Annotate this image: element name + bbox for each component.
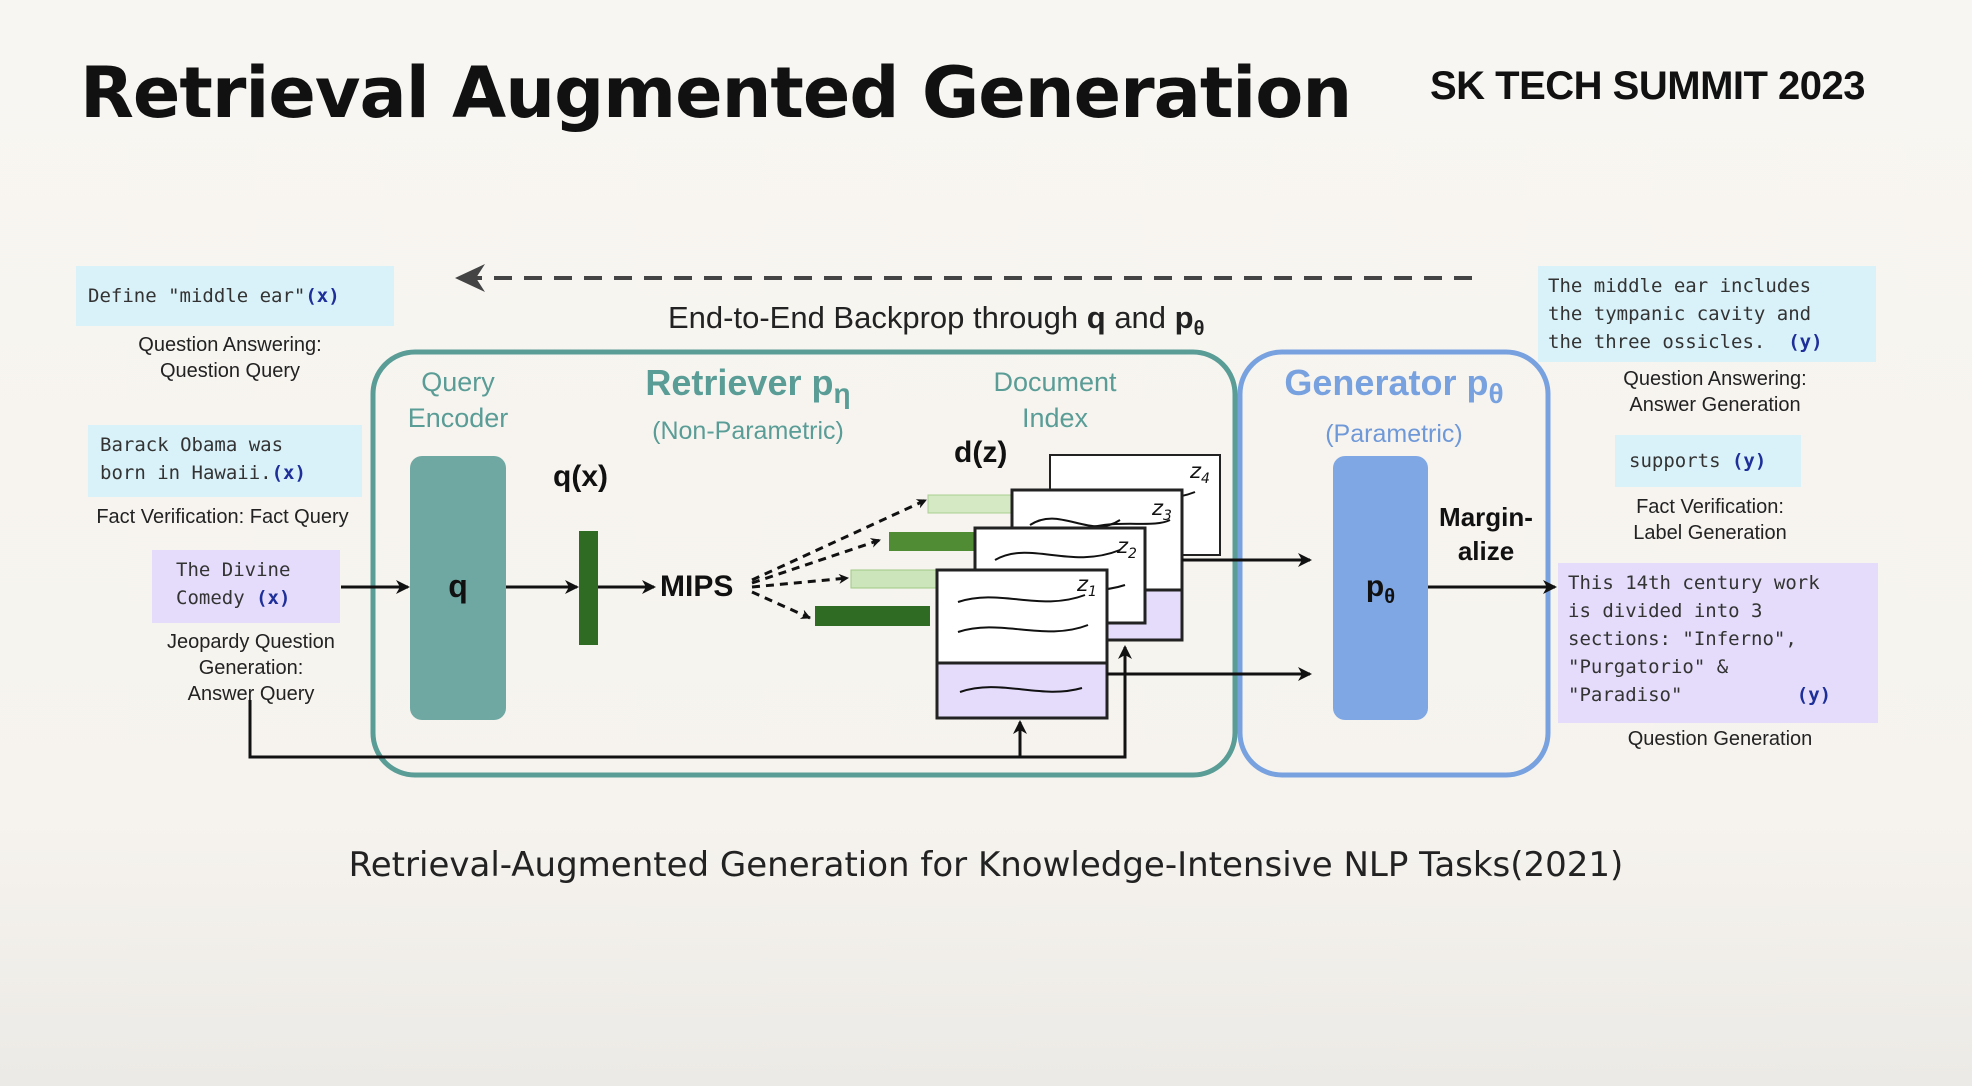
- doc-label-z3: z3: [1152, 496, 1172, 525]
- slide-title: Retrieval Augmented Generation: [80, 52, 1352, 134]
- input-box-question-query: Define "middle ear"(x): [76, 266, 394, 326]
- doc-label-z2: z2: [1117, 534, 1137, 563]
- caption-label-generation: Fact Verification: Label Generation: [1633, 496, 1787, 544]
- caption-answer-generation: Question Answering: Answer Generation: [1623, 368, 1807, 416]
- caption-question-generation: Question Generation: [1627, 728, 1813, 750]
- paper-citation: Retrieval-Augmented Generation for Knowl…: [348, 845, 1624, 885]
- retriever-title-sub: η: [833, 378, 851, 410]
- generator-block: [1333, 456, 1428, 720]
- retriever-subtitle: (Non-Parametric): [652, 417, 844, 445]
- mips-arrow-4: [751, 590, 811, 620]
- mips-arrow-2: [751, 538, 881, 585]
- document-z1: [935, 568, 1109, 720]
- backprop-and: and: [1105, 300, 1175, 335]
- output-var: (y): [1796, 684, 1832, 706]
- caption-answer-query: Jeopardy Question Generation: Answer Que…: [167, 631, 335, 705]
- encoder-symbol: q: [448, 568, 468, 604]
- input-box-fact-query: Barack Obama was born in Hawaii.(x): [88, 425, 362, 497]
- output-text: This 14th century work is divided into 3…: [1568, 572, 1820, 706]
- brand-logo-text: SK TECH SUMMIT 2023: [1430, 64, 1866, 108]
- document-index-label: Document Index: [993, 367, 1117, 433]
- generator-subtitle: (Parametric): [1325, 420, 1463, 448]
- retriever-title-text: Retriever p: [645, 362, 834, 403]
- query-encoder-block: [410, 456, 506, 720]
- output-box-answer-generation: The middle ear includes the tympanic cav…: [1538, 266, 1876, 362]
- caption-fact-query: Fact Verification: Fact Query: [96, 506, 349, 528]
- doc-vector-1: [815, 606, 930, 626]
- doc-vector-2: [850, 569, 941, 589]
- input-box-answer-query: The Divine Comedy (x): [152, 550, 340, 623]
- input-var: (x): [256, 587, 291, 609]
- qx-label: q(x): [553, 460, 608, 493]
- input-var: (x): [305, 285, 340, 307]
- output-box-label-generation: supports (y): [1615, 435, 1801, 487]
- docs-return-loop: [1020, 645, 1132, 759]
- backprop-p: p: [1174, 300, 1194, 335]
- mips-label: MIPS: [660, 570, 734, 603]
- backprop-label-text: End-to-End Backprop through: [668, 300, 1087, 335]
- generator-title: Generator pθ: [1248, 362, 1540, 410]
- generator-title-sub: θ: [1488, 378, 1504, 410]
- input-text: Define "middle ear": [88, 285, 306, 307]
- output-text: supports: [1629, 450, 1732, 472]
- doc-label-z4: z4: [1190, 459, 1210, 488]
- retriever-container: [370, 349, 1238, 778]
- generator-title-text: Generator p: [1284, 362, 1489, 403]
- output-var: (y): [1731, 450, 1767, 472]
- input-var: (x): [271, 462, 306, 484]
- backprop-theta: θ: [1193, 318, 1205, 341]
- mips-arrow-3: [751, 573, 849, 589]
- doc-vector-4: [927, 494, 1013, 514]
- dz-label: d(z): [954, 436, 1008, 469]
- retriever-title: Retriever pη: [620, 362, 876, 410]
- backprop-q: q: [1086, 300, 1106, 335]
- doc-vector-3: [889, 532, 977, 551]
- output-var: (y): [1788, 331, 1823, 353]
- generator-symbol: pθ: [1365, 570, 1396, 608]
- output-box-question-generation: This 14th century work is divided into 3…: [1558, 563, 1878, 723]
- backprop-label: End-to-End Backprop through q and pθ: [668, 300, 1204, 341]
- output-text: The middle ear includes the tympanic cav…: [1548, 275, 1812, 353]
- doc-label-z1: z1: [1077, 572, 1097, 601]
- query-encoder-label: Query Encoder: [407, 367, 509, 433]
- backprop-arrowhead: [455, 264, 485, 292]
- generator-container: [1237, 349, 1551, 778]
- mips-arrow-1: [751, 498, 927, 582]
- qx-vector: [579, 531, 598, 645]
- input-text: The Divine Comedy: [176, 559, 291, 609]
- caption-question-query: Question Answering: Question Query: [138, 334, 322, 382]
- input-text: Barack Obama was born in Hawaii.: [100, 434, 284, 484]
- marginalize-label: Margin- alize: [1439, 502, 1533, 566]
- input-to-docs-loop: [248, 700, 1027, 759]
